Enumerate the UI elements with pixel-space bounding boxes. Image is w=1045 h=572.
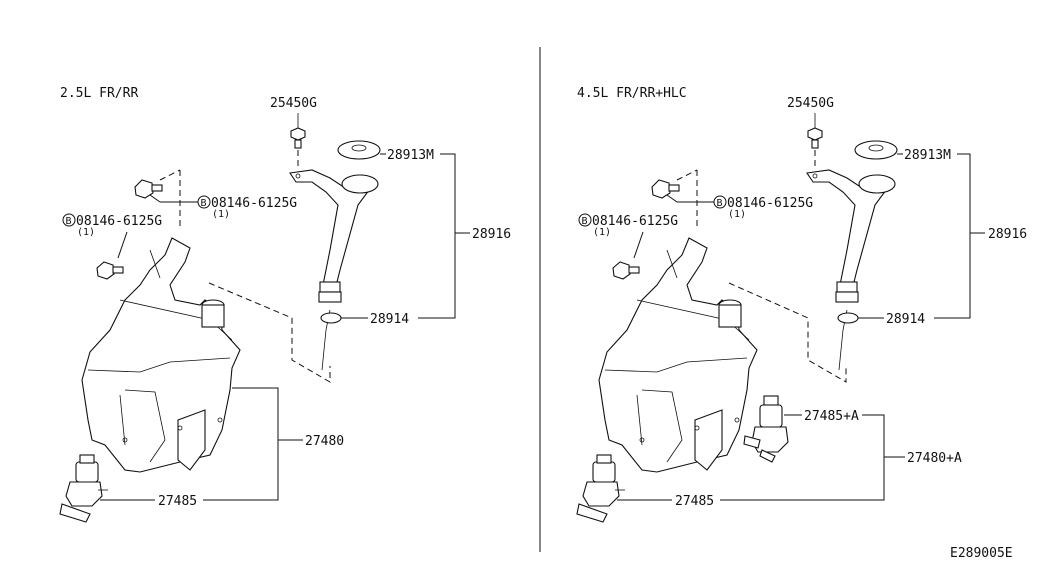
right-label-hlc-pump: 27485+A — [804, 409, 859, 424]
left-label-tank-bolt: 08146-6125G — [76, 214, 162, 229]
svg-text:B: B — [582, 216, 588, 227]
left-seal-icon — [320, 312, 342, 324]
right-label-cap-bolt: 25450G — [787, 96, 834, 111]
right-panel: 4.5L FR/RR+HLC 25450G 28913M 28916 — [576, 86, 1027, 523]
right-filler-tube-icon — [806, 169, 896, 371]
left-label-filler-bolt: 08146-6125G — [211, 196, 297, 211]
right-label-filler-bolt-qty: (1) — [728, 209, 746, 220]
right-hlc-pump-icon — [743, 395, 789, 463]
left-label-tank-assembly: 27480 — [305, 434, 344, 449]
svg-text:B: B — [717, 198, 723, 209]
left-label-filler-tube: 28916 — [472, 227, 511, 242]
left-label-seal: 28914 — [370, 312, 409, 327]
right-panel-header: 4.5L FR/RR+HLC — [577, 86, 687, 101]
right-pump-icon — [576, 454, 625, 523]
right-label-pump: 27485 — [675, 494, 714, 509]
left-filler-cap-icon — [337, 140, 381, 160]
left-upper-bolt-marker — [197, 195, 211, 209]
right-label-cap: 28913M — [904, 148, 951, 163]
right-label-seal: 28914 — [886, 312, 925, 327]
right-upper-bolt-icon — [651, 179, 680, 199]
left-label-tank-bolt-qty: (1) — [77, 227, 95, 238]
left-label-pump: 27485 — [158, 494, 197, 509]
left-panel: 2.5L FR/RR 25450G 28913M 28916 — [59, 86, 511, 523]
right-label-tank-bolt: 08146-6125G — [592, 214, 678, 229]
right-lower-bolt-icon — [612, 261, 640, 280]
left-lower-bolt-marker — [62, 213, 76, 227]
right-upper-bolt-marker — [713, 195, 727, 209]
right-label-tank-bolt-qty: (1) — [593, 227, 611, 238]
right-washer-tank-icon — [598, 237, 758, 473]
left-pump-icon — [59, 454, 108, 523]
svg-text:B: B — [201, 198, 207, 209]
left-label-cap: 28913M — [387, 148, 434, 163]
right-label-tank-assembly: 27480+A — [907, 451, 962, 466]
left-upper-bolt-icon — [134, 179, 163, 199]
left-label-filler-bolt-qty: (1) — [212, 209, 230, 220]
diagram-code: E289005E — [950, 546, 1013, 561]
left-cap-bolt-icon — [290, 113, 306, 168]
right-filler-cap-icon — [854, 140, 898, 160]
left-label-cap-bolt: 25450G — [270, 96, 317, 111]
left-washer-tank-icon — [81, 237, 241, 473]
right-label-filler-bolt: 08146-6125G — [727, 196, 813, 211]
right-cap-bolt-icon — [807, 113, 823, 168]
left-panel-header: 2.5L FR/RR — [60, 86, 138, 101]
right-seal-icon — [837, 312, 859, 324]
left-filler-tube-icon — [289, 169, 379, 371]
svg-text:B: B — [66, 216, 72, 227]
left-lower-bolt-icon — [96, 261, 124, 280]
right-lower-bolt-marker — [578, 213, 592, 227]
right-label-filler-tube: 28916 — [988, 227, 1027, 242]
